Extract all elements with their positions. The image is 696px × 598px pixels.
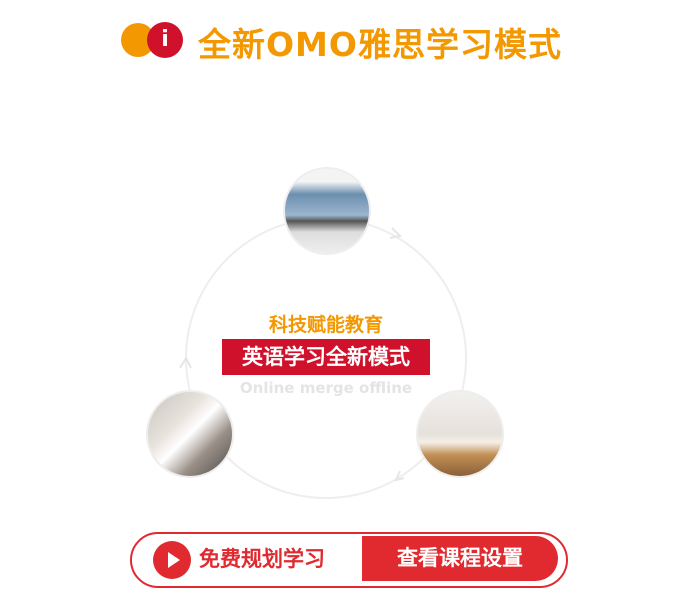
arrow-icon <box>179 355 192 369</box>
tagline: 科技赋能教育 <box>268 314 383 336</box>
book-photo <box>416 390 504 478</box>
arrow-icon <box>394 470 405 482</box>
highlight-banner: 英语学习全新模式 <box>222 339 430 375</box>
info-icon: i <box>147 22 183 58</box>
arrow-icon <box>389 227 403 239</box>
english-subtitle: Online merge offline <box>239 379 413 397</box>
free-plan-link[interactable]: 免费规划学习 <box>199 547 325 571</box>
view-courses-button[interactable]: 查看课程设置 <box>362 536 558 581</box>
page-title: 全新OMO雅思学习模式 <box>198 25 562 64</box>
cta-bar <box>130 532 568 588</box>
laptop-photo <box>283 167 371 255</box>
classroom-photo <box>146 390 234 478</box>
play-icon[interactable] <box>153 541 191 579</box>
